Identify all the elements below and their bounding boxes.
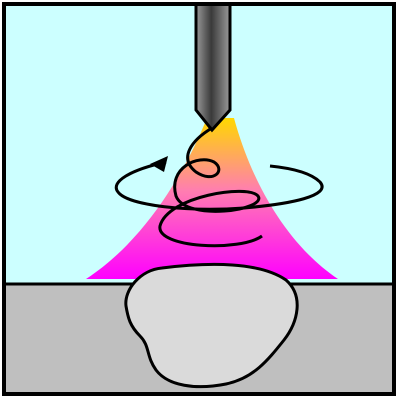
circular-arrow-icon bbox=[114, 160, 324, 211]
weld-pool bbox=[124, 262, 299, 389]
electrode bbox=[194, 2, 232, 133]
arc-cone bbox=[86, 118, 338, 279]
rotation-arrow-head bbox=[150, 156, 168, 172]
